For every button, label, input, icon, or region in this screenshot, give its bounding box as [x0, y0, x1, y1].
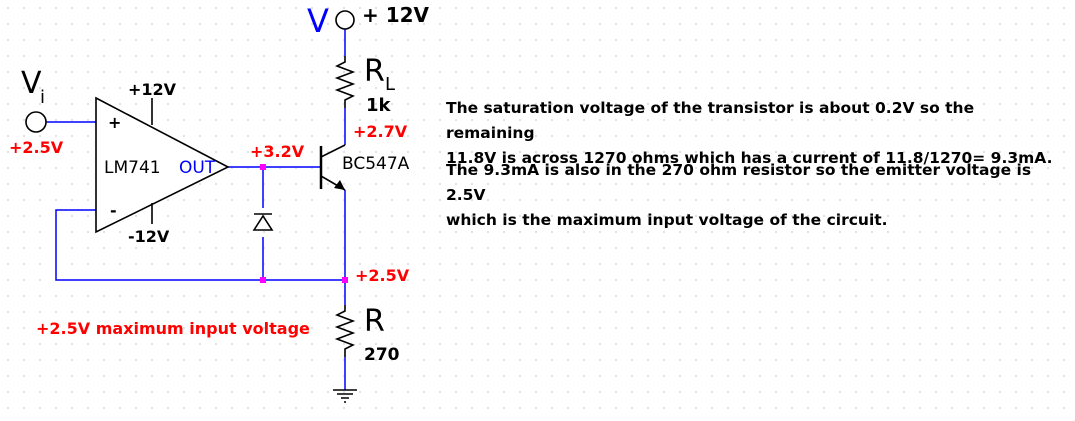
input-terminal [25, 111, 47, 133]
explanation-line: The saturation voltage of the transistor… [446, 99, 975, 142]
opamp-negative-supply: -12V [128, 227, 170, 246]
explanation-line: 11.8V is across 1270 ohms which has a cu… [446, 149, 1053, 167]
junction-emitter [342, 277, 348, 283]
supply-voltage-label: + 12V [362, 3, 430, 27]
r-value: 270 [364, 345, 400, 365]
transistor-name: BC547A [342, 154, 410, 174]
max-input-voltage: +2.5V maximum input voltage [36, 319, 310, 338]
vi-subscript: i [40, 87, 46, 108]
explanation-paragraph-2: The 9.3mA is also in the 270 ohm resisto… [446, 158, 1066, 233]
diode-triangle [252, 214, 274, 231]
ground-symbol [333, 389, 357, 403]
opamp-minus-sign: - [110, 201, 117, 220]
junction-base [260, 164, 266, 170]
supply-terminal [335, 10, 355, 30]
feedback-wire [55, 209, 345, 281]
explanation-line: which is the maximum input voltage of th… [446, 211, 888, 229]
transistor-collector [320, 144, 346, 158]
rl-letter: R [364, 54, 385, 89]
r-letter: R [364, 304, 385, 339]
opamp-plus-sign: + [108, 113, 122, 132]
opamp-triangle [95, 96, 230, 234]
base-voltage: +3.2V [250, 142, 305, 161]
emitter-arrow [334, 180, 345, 190]
vi-letter: V [21, 66, 42, 101]
explanation-line: The 9.3mA is also in the 270 ohm resisto… [446, 161, 1032, 204]
supply-v-label: V [307, 2, 329, 40]
junction-feedback [260, 277, 266, 283]
opamp-out-label: OUT [179, 158, 216, 178]
input-voltage: +2.5V [9, 138, 64, 157]
rl-resistor [334, 56, 356, 108]
rl-value: 1k [366, 95, 391, 116]
emitter-voltage: +2.5V [355, 266, 410, 285]
r-resistor [334, 305, 356, 357]
opamp-positive-supply: +12V [128, 80, 177, 99]
rl-subscript: L [385, 74, 396, 95]
opamp-name: LM741 [104, 158, 161, 178]
explanation-paragraph-1: The saturation voltage of the transistor… [446, 96, 1066, 171]
collector-voltage: +2.7V [353, 122, 408, 141]
